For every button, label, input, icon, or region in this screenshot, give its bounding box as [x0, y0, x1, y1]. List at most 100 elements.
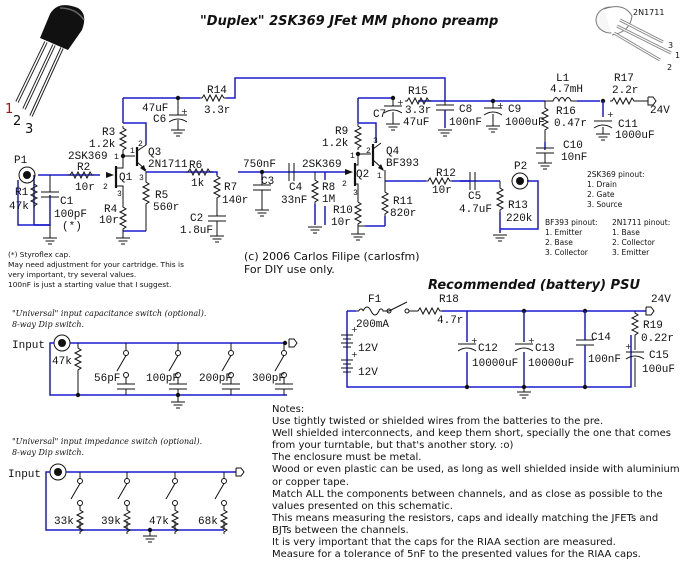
c7-label: C7	[373, 109, 386, 121]
pin-label: 2	[103, 183, 108, 192]
pinout-item: 2. Collector	[612, 238, 655, 247]
battery2-label: 12V	[358, 367, 378, 379]
r9-value: 1.2k	[322, 138, 349, 150]
plus-sign: +	[607, 110, 614, 119]
p1-label: P1	[14, 155, 28, 167]
cap-switch-value: 56pF	[94, 373, 120, 385]
cap-switch-title: "Universal" input capacitance switch (op…	[12, 309, 206, 318]
capacitance-switch-circuit: "Universal" input capacitance switch (op…	[12, 309, 298, 409]
notes-heading: Notes:	[272, 404, 305, 415]
note-line: Use tightly twisted or shielded wires fr…	[272, 416, 604, 428]
r8-label: R8	[322, 182, 335, 194]
r4-label: R4	[104, 204, 118, 216]
pin-label: 1	[675, 51, 680, 60]
pinout-item: 1. Drain	[587, 180, 617, 189]
c1-label: C1	[60, 196, 74, 208]
imp-switch-input-label: Input	[8, 469, 41, 481]
r10-label: R10	[333, 205, 353, 217]
c10-label: C10	[563, 140, 583, 152]
page-title: "Duplex" 2SK369 JFet MM phono preamp	[200, 14, 498, 29]
c7-value: 47uF	[403, 117, 429, 129]
footnote-line: 100nF is just a starting value that I su…	[8, 280, 172, 289]
c3-value: 750nF	[243, 159, 276, 171]
r14-value: 3.3r	[204, 105, 230, 117]
note-line: Measure for a tolerance of 5nF to the pr…	[272, 549, 641, 561]
plus-sign: +	[471, 336, 478, 345]
cap-switch-branch: 300pF	[252, 343, 294, 395]
footnote-line: very important, try several values.	[8, 270, 137, 279]
dip-switch[interactable]	[214, 478, 227, 506]
pinout-item: 2. Gate	[587, 190, 615, 199]
r12-label: R12	[436, 168, 456, 180]
pin-label: 1	[5, 102, 13, 117]
dip-switch[interactable]	[70, 478, 83, 506]
footnote-line: (*) Styroflex cap.	[8, 250, 71, 259]
r18-value: 4.7r	[437, 315, 463, 327]
c13-label: C13	[535, 343, 555, 355]
note-line: It is very important that the caps for t…	[272, 537, 616, 549]
r6-label: R6	[189, 160, 202, 172]
pin-label: 2	[138, 140, 143, 149]
r5-value: 560r	[153, 202, 179, 214]
r18-label: R18	[439, 294, 459, 306]
q1-type: 2SK369	[68, 151, 108, 163]
pin-label: 2	[13, 114, 21, 129]
l1-label: L1	[556, 73, 570, 85]
pin-label: 2	[342, 180, 347, 189]
note-line: Wood or even plastic can be used, as lon…	[272, 464, 680, 476]
c11-value: 1000uF	[615, 130, 655, 142]
imp-switch-value: 47k	[149, 516, 169, 528]
imp-switch-value: 39k	[101, 516, 121, 528]
c12-value: 10000uF	[472, 358, 518, 370]
pinout-item: 2. Base	[545, 238, 573, 247]
to39-label: 2N1711	[633, 8, 664, 17]
q1-label: Q1	[119, 172, 133, 184]
imp-switch-value: 33k	[54, 516, 74, 528]
imp-switch-branch: 39k	[101, 472, 131, 535]
r14-label: R14	[207, 85, 227, 97]
cap-switch-subtitle: 8-way Dip switch.	[12, 320, 84, 329]
c8-label: C8	[459, 104, 472, 116]
r13-label: R13	[508, 200, 528, 212]
q3-type: 2N1711	[148, 159, 188, 171]
cap-switch-value: 100pF	[146, 373, 179, 385]
psu-24v-label: 24V	[651, 294, 671, 306]
r17-value: 2.2r	[612, 85, 638, 97]
pinout-item: 3. Source	[587, 200, 623, 209]
p2-label: P2	[514, 161, 527, 173]
r15-value: 3.3r	[405, 105, 431, 117]
c5-label: C5	[468, 191, 481, 203]
c15-value: 100uF	[642, 364, 675, 376]
copyright-line: (c) 2006 Carlos Filipe (carlosfm)	[244, 250, 420, 263]
to92-transistor-image: 1 2 3	[5, 5, 85, 137]
preamp-circuit: P1 R1 47k C1 100pF (*) R2 10r 2SK369 Q1 …	[9, 73, 670, 245]
l1-value: 4.7mH	[550, 84, 583, 96]
imp-switch-branch: 33k	[54, 472, 84, 535]
pin-label: 3	[668, 41, 673, 50]
pin-label: 1	[130, 147, 135, 156]
imp-switch-branch: 47k	[149, 472, 179, 535]
c1-note: (*)	[62, 221, 82, 233]
c14-value: 100nF	[588, 354, 621, 366]
copyright: (c) 2006 Carlos Filipe (carlosfm) For DI…	[244, 250, 420, 276]
pinout-item: 1. Base	[612, 228, 640, 237]
r16-label: R16	[556, 106, 576, 118]
note-line: BJTs between the channels.	[272, 524, 409, 536]
pinout-item: 3. Collector	[545, 248, 588, 257]
dip-switch[interactable]	[117, 478, 130, 506]
r11-label: R11	[393, 196, 413, 208]
pinout-title: 2N1711 pinout:	[612, 218, 671, 227]
cap-switch-input-label: Input	[12, 340, 45, 352]
c10-value: 10nF	[561, 152, 587, 164]
plus-sign: +	[181, 107, 188, 116]
r4-value: 10r	[99, 215, 119, 227]
footnote-line: May need adjustment for your cartridge. …	[8, 260, 184, 269]
dip-switch[interactable]	[165, 478, 178, 506]
r1-label: R1	[15, 187, 29, 199]
f1-label: F1	[368, 294, 382, 306]
plus-sign: +	[625, 342, 632, 351]
c3-label: C3	[261, 176, 274, 188]
r17-label: R17	[614, 73, 634, 85]
pinout-title: BF393 pinout:	[545, 218, 598, 227]
